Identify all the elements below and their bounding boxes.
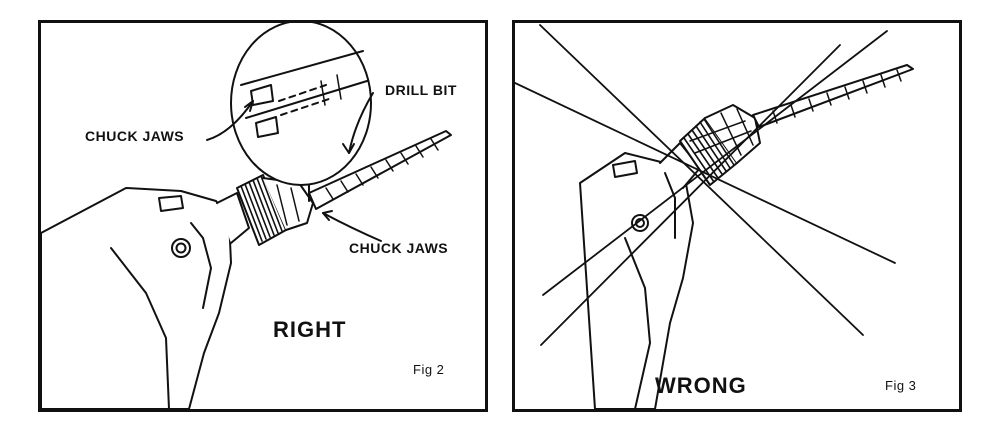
callout-chuck-jaws-lower: CHUCK JAWS bbox=[349, 240, 449, 256]
callout-drill-bit: DRILL BIT bbox=[385, 82, 457, 98]
drill-handle-edge bbox=[110, 247, 170, 409]
drill-bit-flutes bbox=[325, 138, 439, 200]
verdict-wrong: WRONG bbox=[655, 373, 747, 398]
inset-jaw-lower bbox=[255, 116, 279, 138]
figure-3-illustration bbox=[515, 24, 914, 409]
callout-chuck-jaws-upper: CHUCK JAWS bbox=[85, 128, 185, 144]
figure-2-panel: CHUCK JAWS DRILL BIT CHUCK JAWS RIGHT Fi… bbox=[38, 20, 488, 412]
screw-icon bbox=[631, 214, 649, 232]
figure-3-panel: WRONG Fig 3 bbox=[512, 20, 962, 412]
figure-2-label: Fig 2 bbox=[413, 362, 445, 377]
drill-bit bbox=[308, 130, 452, 210]
drill-body bbox=[579, 152, 694, 409]
trigger-lock bbox=[612, 160, 638, 178]
drill-bit bbox=[752, 64, 914, 128]
drill-body-seam bbox=[190, 222, 212, 309]
chuck-knurling bbox=[240, 175, 283, 242]
wrong-cross-lines bbox=[515, 24, 896, 346]
leader-chuck-jaws-lower bbox=[322, 212, 382, 242]
figure-3-label: Fig 3 bbox=[885, 378, 917, 393]
drill-handle-edge bbox=[624, 237, 651, 409]
screw-icon bbox=[171, 238, 191, 258]
leader-drill-bit bbox=[348, 92, 374, 154]
verdict-right: RIGHT bbox=[273, 317, 347, 342]
chuck-collar bbox=[216, 192, 250, 244]
leader-chuck-jaws-upper bbox=[206, 100, 254, 141]
trigger-lock bbox=[158, 195, 184, 212]
drill-body-seam bbox=[664, 172, 676, 239]
drill-bit-flutes bbox=[772, 69, 902, 124]
inset-bit-outline bbox=[278, 84, 330, 116]
magnified-inset bbox=[230, 23, 372, 186]
drill-body bbox=[41, 187, 232, 409]
figure-2-illustration bbox=[41, 23, 452, 409]
